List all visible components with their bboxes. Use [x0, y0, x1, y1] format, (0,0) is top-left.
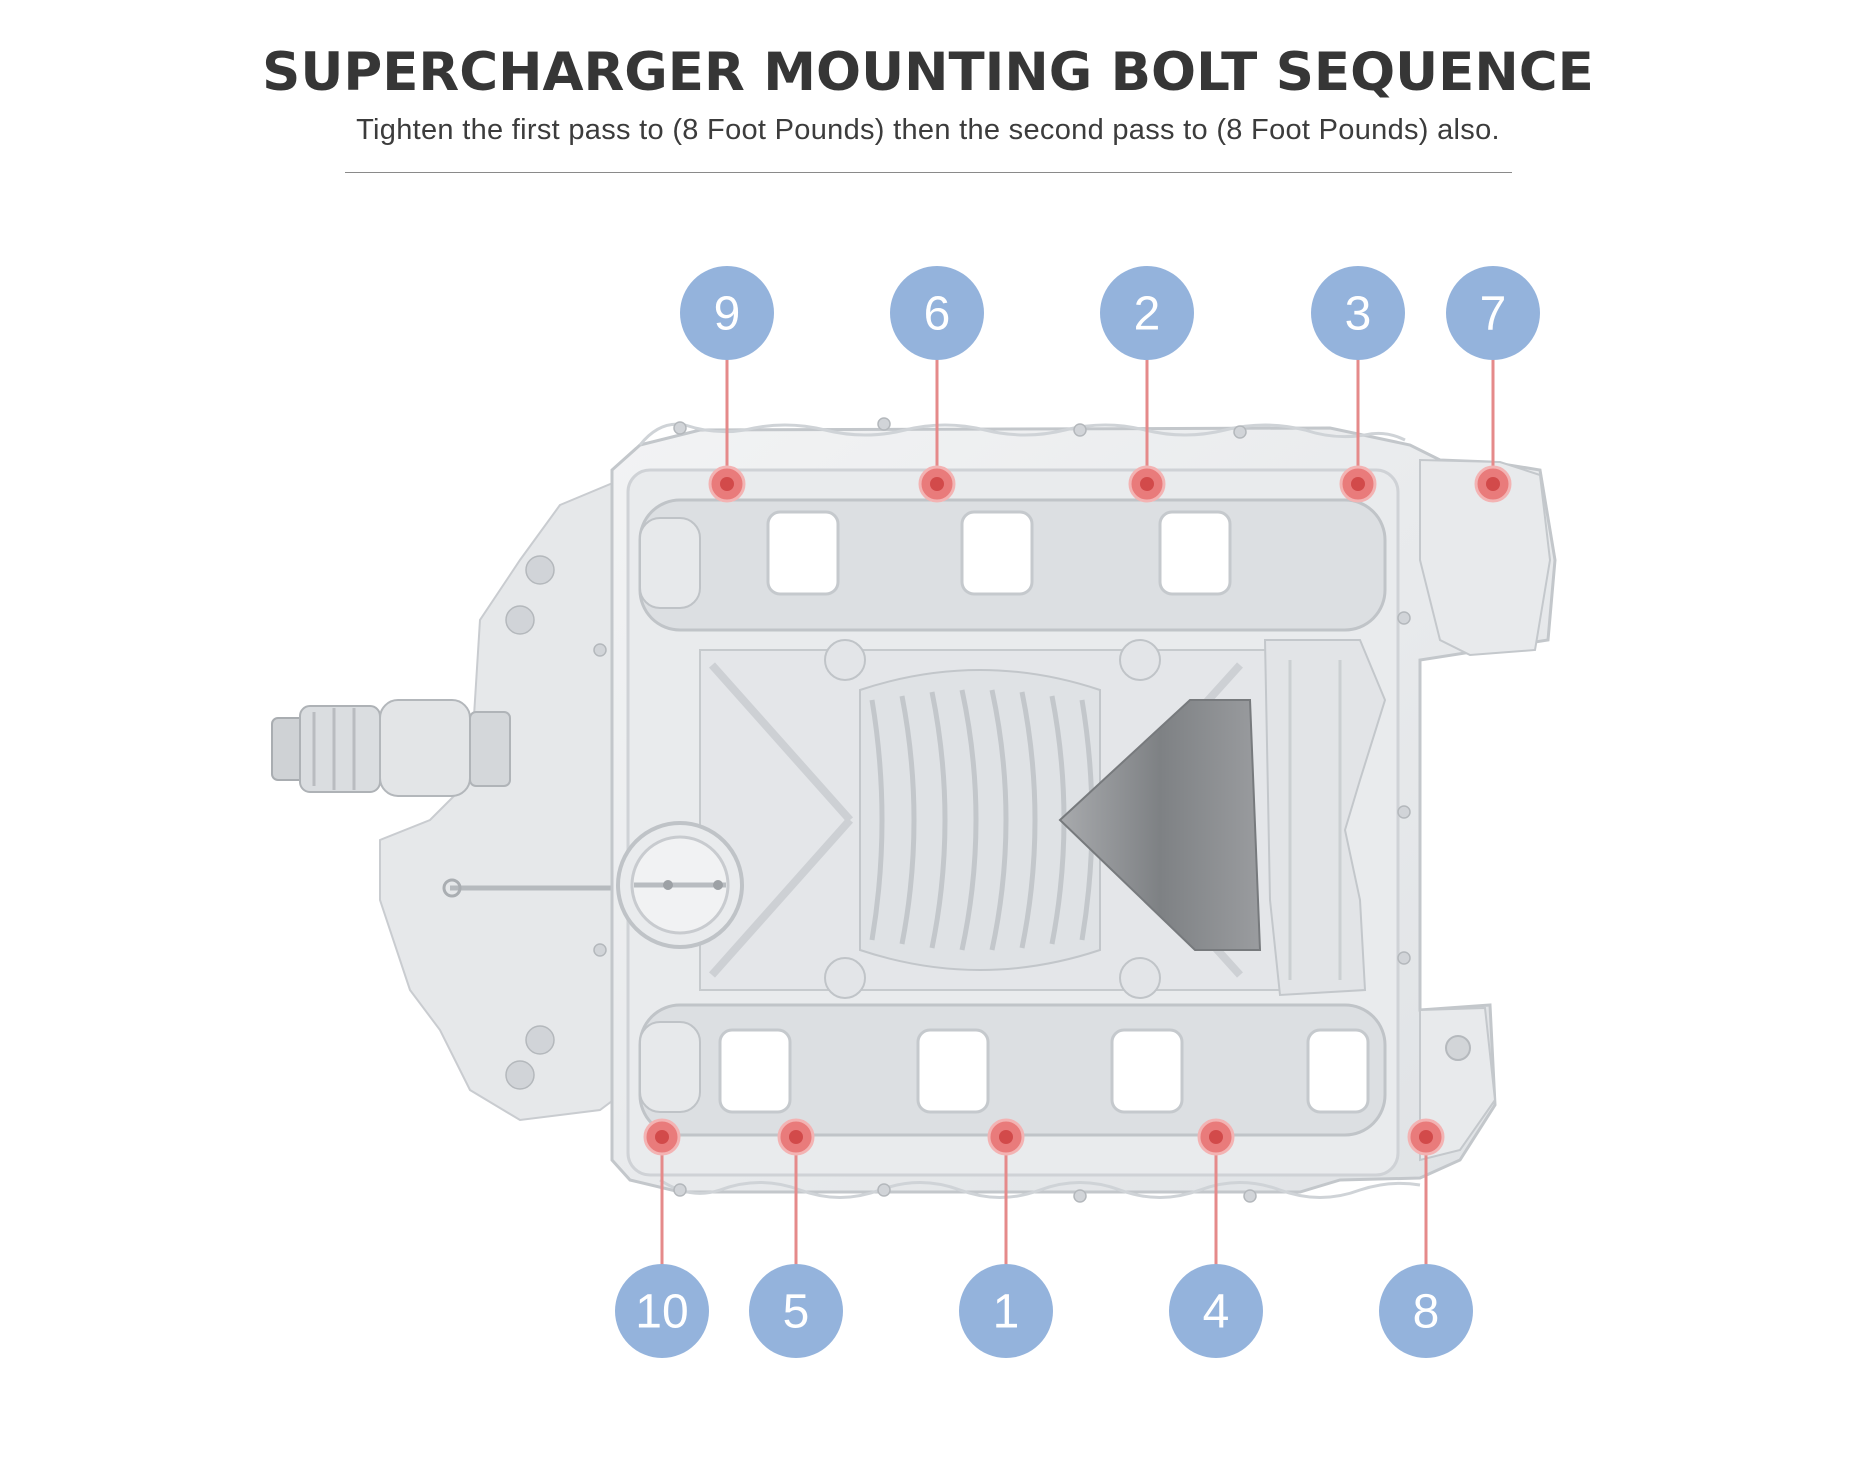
bolt-hole-center [655, 1130, 669, 1144]
page-subtitle: Tighten the first pass to (8 Foot Pounds… [356, 114, 1500, 146]
throttle-body [616, 821, 744, 949]
sequence-badge-8 [1379, 1264, 1473, 1358]
bolt-2: 2 [1100, 266, 1194, 503]
sequence-number: 10 [635, 1286, 688, 1339]
bolt-hole-center [1140, 477, 1154, 491]
bolt-hole-center [1209, 1130, 1223, 1144]
bolt-hole-center [789, 1130, 803, 1144]
page-title: SUPERCHARGER MOUNTING BOLT SEQUENCE [262, 42, 1594, 103]
sequence-number: 3 [1345, 288, 1372, 341]
title-divider [345, 172, 1512, 173]
sequence-number: 1 [993, 1286, 1020, 1339]
sequence-number: 6 [924, 288, 951, 341]
bolt-hole-center [999, 1130, 1013, 1144]
supercharger-casting [271, 417, 1557, 1203]
sequence-badge-4 [1169, 1264, 1263, 1358]
sequence-badge-5 [749, 1264, 843, 1358]
sequence-badge-2 [1100, 266, 1194, 360]
sequence-number: 7 [1480, 288, 1507, 341]
sequence-number: 5 [783, 1286, 810, 1339]
bolt-4: 4 [1169, 1118, 1263, 1358]
sequence-badge-9 [680, 266, 774, 360]
bolt-hole-center [1486, 477, 1500, 491]
sequence-badge-3 [1311, 266, 1405, 360]
sequence-badge-6 [890, 266, 984, 360]
bolt-6: 6 [890, 266, 984, 503]
bolt-10: 10 [615, 1118, 709, 1358]
sequence-number: 8 [1413, 1286, 1440, 1339]
rotor-case [699, 639, 1281, 999]
lower-runner-channel [638, 1003, 1387, 1137]
sequence-number: 9 [714, 288, 741, 341]
rotor-cone [1058, 699, 1262, 951]
sequence-number: 4 [1203, 1286, 1230, 1339]
pulley-snout [271, 699, 511, 797]
bolt-hole-center [930, 477, 944, 491]
sequence-badge-10 [615, 1264, 709, 1358]
bolt-5: 5 [749, 1118, 843, 1358]
bolt-hole-center [1351, 477, 1365, 491]
bolt-hole-center [1419, 1130, 1433, 1144]
sequence-badge-1 [959, 1264, 1053, 1358]
upper-runner-channel [638, 498, 1387, 632]
bolt-9: 9 [680, 266, 774, 503]
bolt-hole-center [720, 477, 734, 491]
sequence-badge-7 [1446, 266, 1540, 360]
bolt-1: 1 [959, 1118, 1053, 1358]
bolt-3: 3 [1311, 266, 1405, 503]
bolt-7: 7 [1446, 266, 1540, 503]
sequence-number: 2 [1134, 288, 1161, 341]
bolt-8: 8 [1379, 1118, 1473, 1358]
